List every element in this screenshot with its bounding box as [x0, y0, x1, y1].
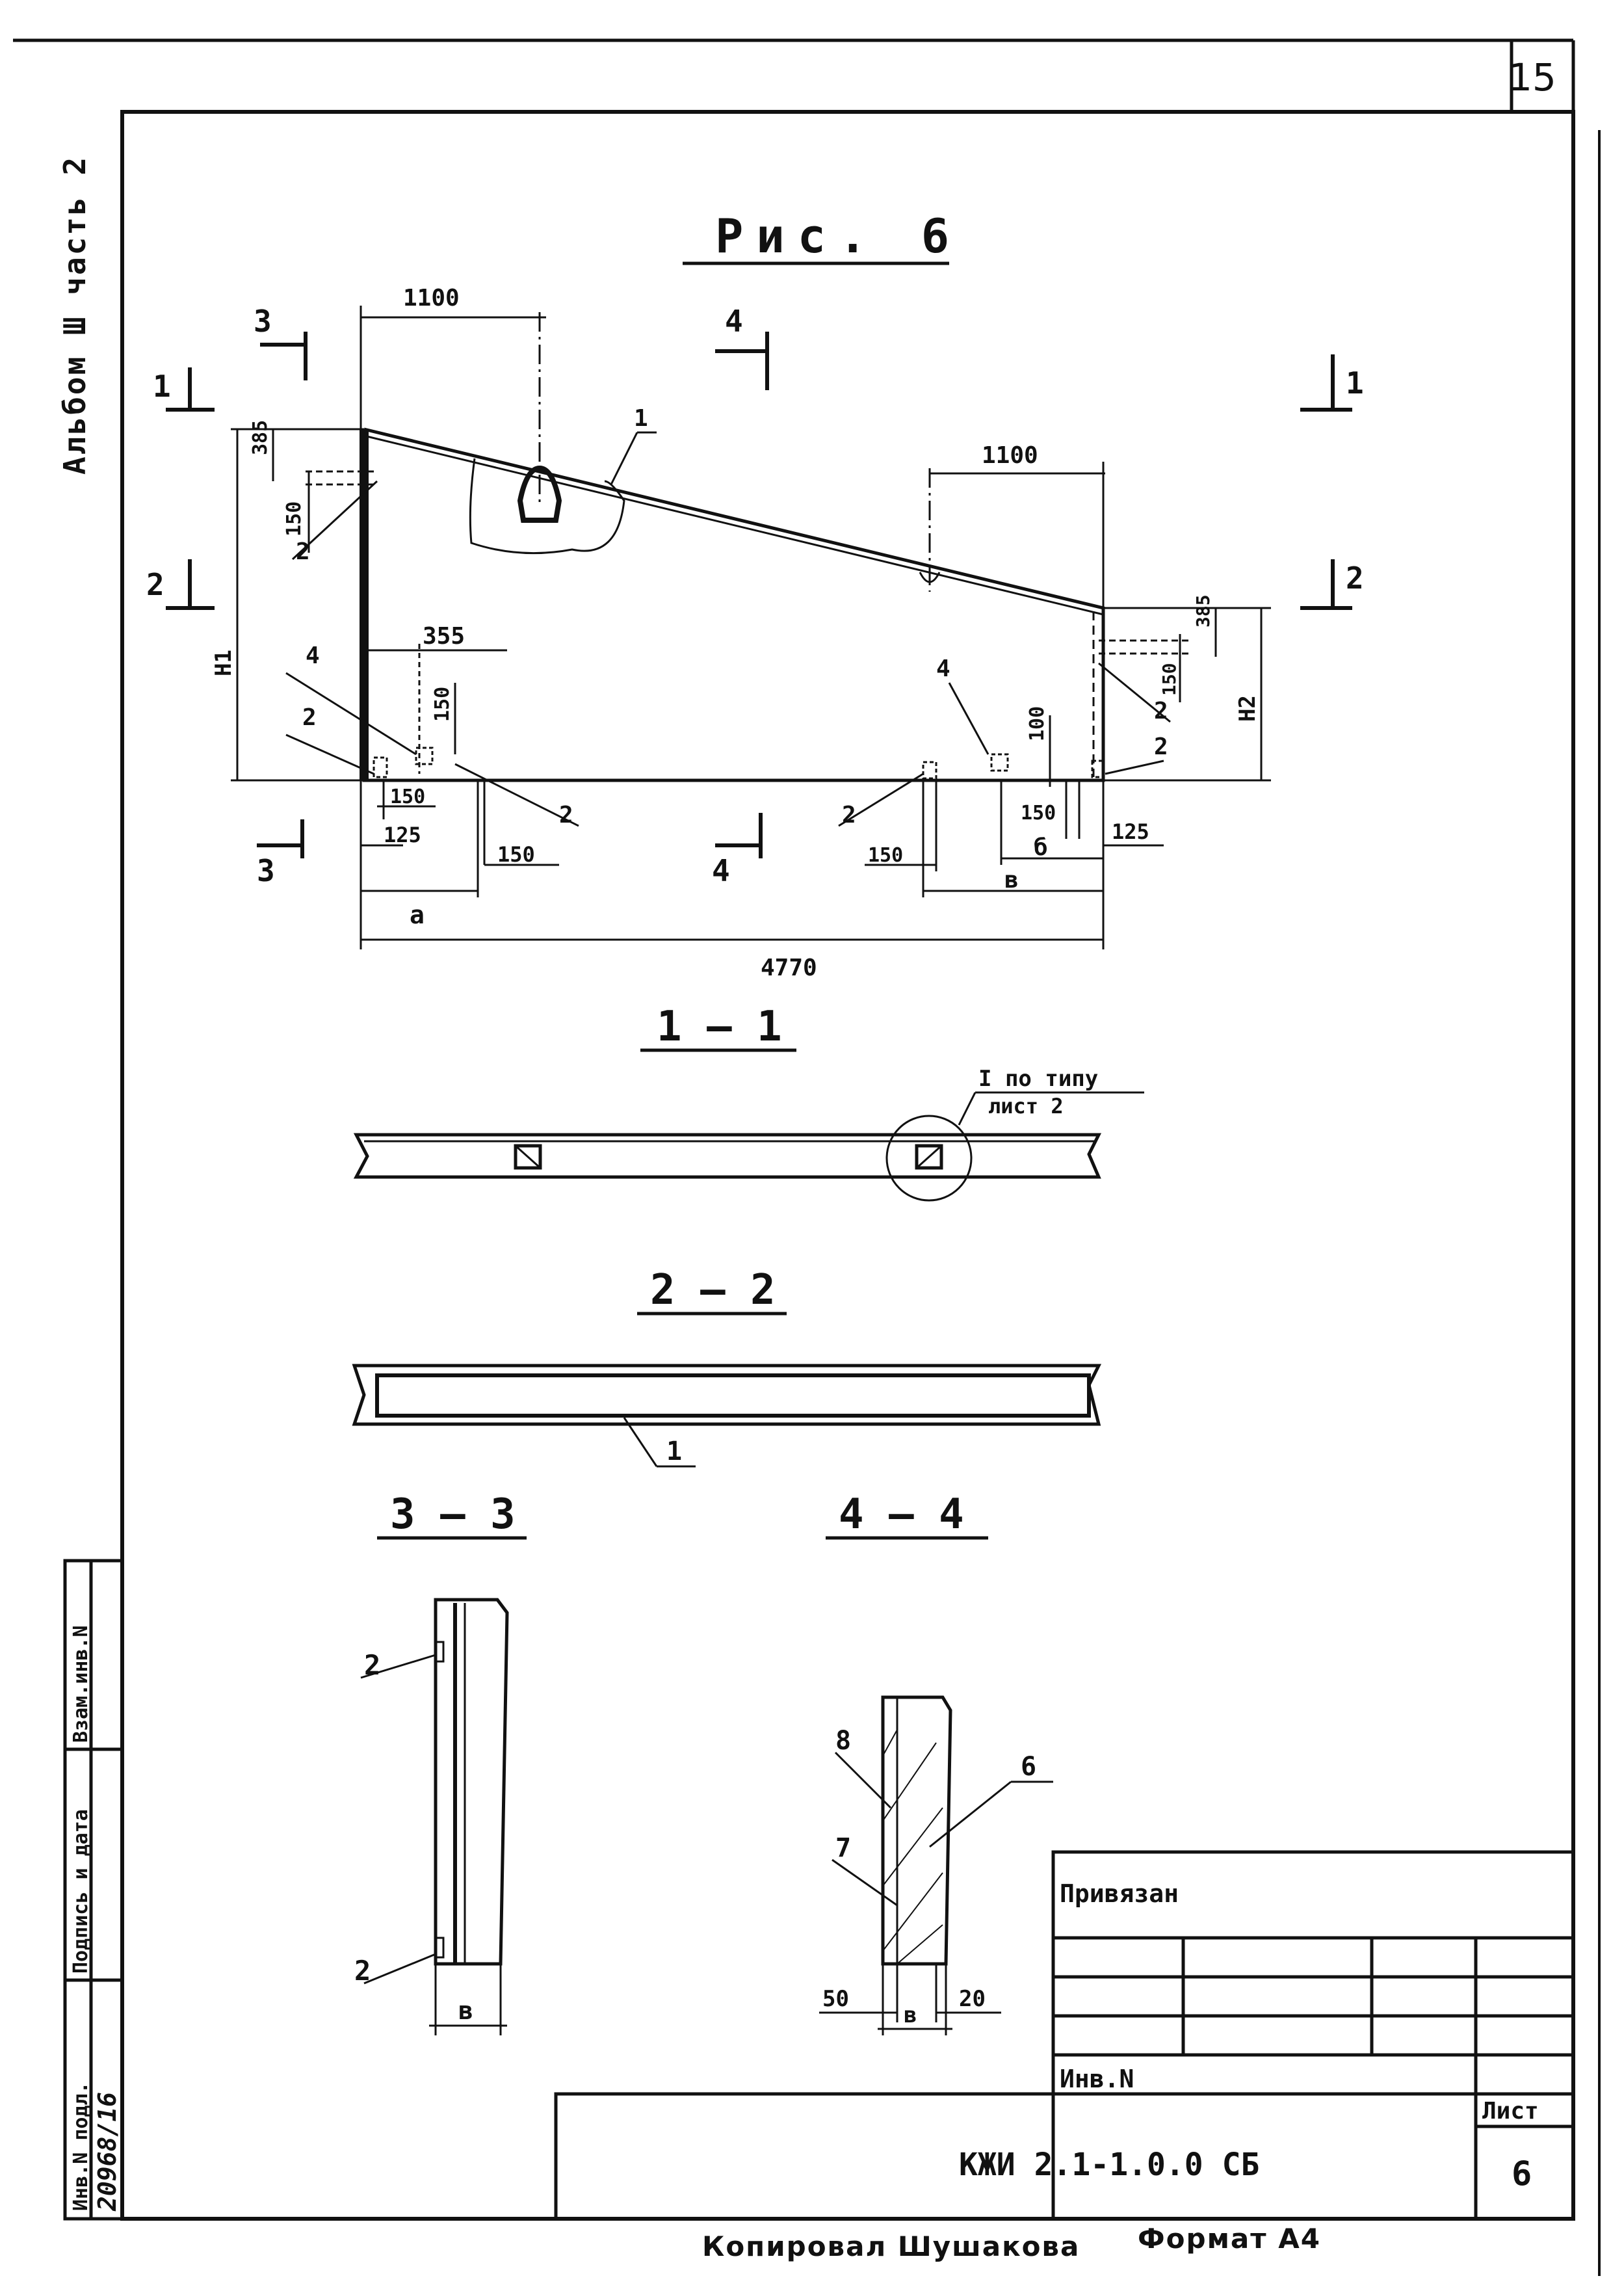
footer-copied-by: Копировал Шушакова	[702, 2230, 1080, 2262]
dim-total: 4770	[761, 955, 817, 981]
dim-b150-d: 150	[1021, 802, 1056, 825]
dim-right-150: 150	[1159, 663, 1180, 696]
section-mark-1-left: 1	[153, 369, 171, 404]
dim-h1: H1	[211, 650, 237, 676]
dim-v-label: в	[1004, 867, 1019, 893]
section-3-3-callout-bottom: 2	[354, 1955, 371, 1987]
dim-b125-b: 125	[1112, 819, 1149, 844]
strip-vzam-inv: Взам.инв.N	[70, 1625, 92, 1743]
dim-b150-b: 150	[497, 842, 535, 867]
dim-right-385: 385	[1192, 594, 1214, 628]
dim-h2: H2	[1235, 695, 1261, 722]
dim-b150-a: 150	[390, 786, 425, 808]
stamp-doc-code: КЖИ 2.1-1.0.0 СБ	[959, 2147, 1259, 2183]
section-mark-4-bottom: 4	[712, 853, 730, 888]
footer-format: Формат А4	[1138, 2223, 1321, 2255]
callout-2-right-top: 2	[1154, 698, 1168, 724]
section-1-1-view	[353, 1091, 1144, 1202]
callout-2-mid: 2	[842, 802, 856, 828]
section-4-4-title: 4 — 4	[839, 1490, 964, 1539]
strip-inv-podl: Инв.N подл.	[70, 2082, 92, 2211]
callout-2-top: 2	[296, 538, 310, 565]
elevation-view	[231, 306, 1271, 949]
dim-b-label: б	[1034, 834, 1048, 861]
section-1-1-title: 1 — 1	[657, 1003, 782, 1051]
dim-top-left: 1100	[403, 285, 460, 311]
section-2-2-callout: 1	[666, 1436, 682, 1466]
section-3-3-view	[360, 1598, 509, 2035]
dim-355: 355	[423, 623, 465, 650]
section-4-4-dim-20: 20	[959, 1986, 986, 2012]
dim-left-150: 150	[283, 501, 306, 536]
strip-inv-number: 20968/16	[93, 2092, 122, 2212]
callout-4-right: 4	[936, 655, 950, 682]
section-mark-3-bottom: 3	[257, 853, 275, 888]
dim-b125-a: 125	[384, 823, 421, 847]
dim-left-385: 385	[249, 420, 272, 455]
section-4-4-dim: в	[904, 2002, 917, 2028]
callout-1: 1	[634, 405, 648, 432]
callout-2-right-bot: 2	[1154, 734, 1168, 760]
section-mark-2-left: 2	[146, 567, 164, 602]
stamp-inv-n: Инв.N	[1060, 2065, 1134, 2093]
section-mark-3-top: 3	[254, 304, 272, 339]
dim-b150-c: 150	[868, 844, 903, 867]
section-1-1-note-line2: лист 2	[988, 1094, 1064, 1118]
section-mark-1-right: 1	[1346, 365, 1364, 401]
section-4-4-callout-7: 7	[835, 1833, 851, 1863]
strip-podpis-data: Подпись и дата	[70, 1809, 92, 1974]
section-2-2-view	[352, 1364, 1102, 1468]
section-4-4-view	[819, 1695, 1053, 2035]
dim-top-right: 1100	[982, 442, 1038, 469]
sheet-corner-number: 15	[1508, 55, 1556, 99]
left-stamp-strip	[63, 1559, 124, 2221]
callout-2-left: 2	[302, 704, 317, 731]
section-4-4-callout-6: 6	[1021, 1752, 1036, 1782]
callout-4-left: 4	[306, 642, 320, 669]
section-markers	[166, 332, 1352, 858]
section-3-3-callout-top: 2	[364, 1649, 380, 1681]
dim-100: 100	[1026, 706, 1049, 741]
section-3-3-dim: в	[458, 1996, 473, 2025]
title-block	[554, 1850, 1575, 2221]
section-mark-4-top: 4	[725, 304, 743, 339]
section-2-2-title: 2 — 2	[650, 1266, 776, 1314]
section-3-3-title: 3 — 3	[390, 1490, 516, 1539]
section-mark-2-right: 2	[1346, 561, 1364, 596]
stamp-list-label: Лист	[1482, 2098, 1539, 2124]
section-4-4-dim-50: 50	[822, 1986, 849, 2012]
section-1-1-note-line1: I по типу	[978, 1066, 1098, 1092]
figure-title: Рис. 6	[715, 209, 962, 263]
callout-2-mid-left: 2	[559, 802, 573, 828]
section-4-4-callout-8: 8	[835, 1726, 851, 1756]
dim-a-label: a	[410, 901, 425, 929]
stamp-list-value: 6	[1512, 2154, 1532, 2193]
stamp-privyazan: Привязан	[1060, 1879, 1179, 1908]
dim-150-vert: 150	[431, 687, 454, 722]
